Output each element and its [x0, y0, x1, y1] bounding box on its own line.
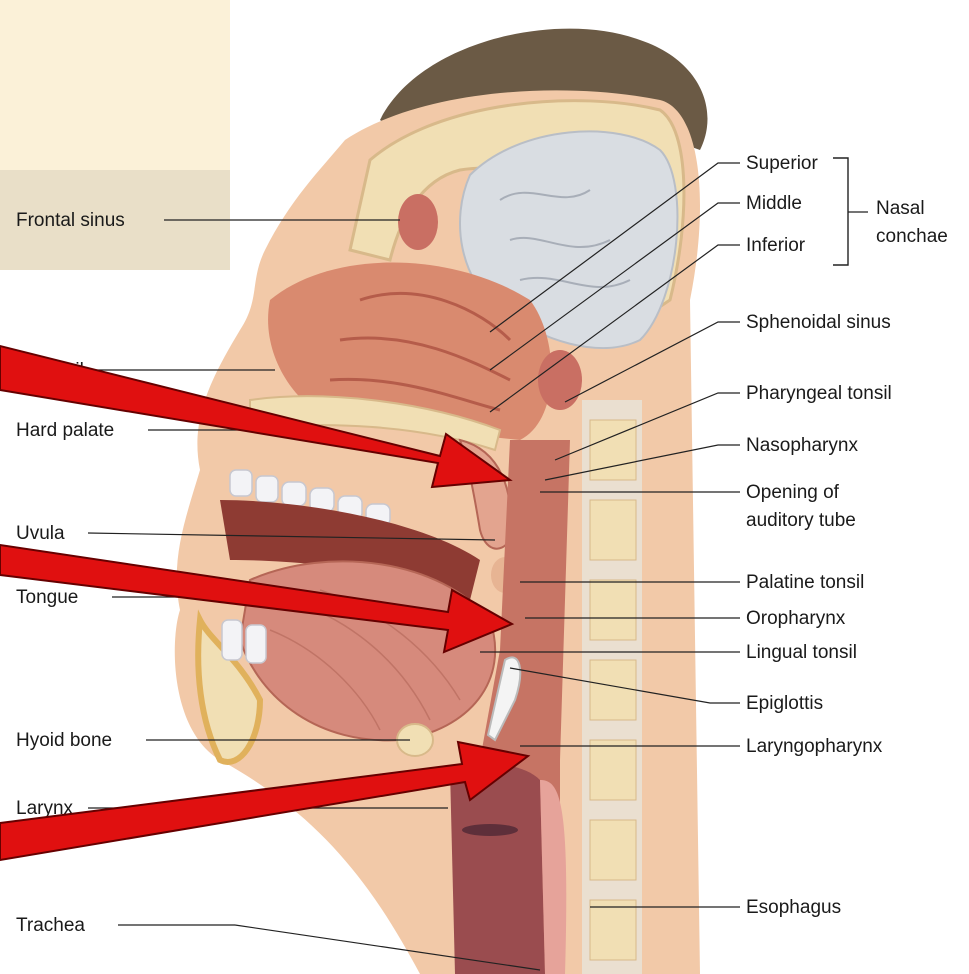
label-uvula: Uvula: [16, 523, 65, 544]
label-hyoid-bone: Hyoid bone: [16, 730, 112, 751]
labels-right: Superior Middle Inferior Nasal conchae S…: [746, 153, 948, 918]
label-frontal-sinus: Frontal sinus: [16, 210, 125, 231]
label-inferior: Inferior: [746, 235, 806, 256]
head-illustration: [175, 29, 708, 974]
label-lingual-tonsil: Lingual tonsil: [746, 642, 857, 663]
label-superior: Superior: [746, 153, 818, 174]
larynx-trachea: [450, 763, 545, 974]
label-esophagus: Esophagus: [746, 897, 841, 918]
label-opening-auditory-tube-2: auditory tube: [746, 510, 856, 531]
label-trachea: Trachea: [16, 915, 85, 936]
label-nasal: Nasal: [876, 198, 925, 219]
label-epiglottis: Epiglottis: [746, 693, 823, 714]
frontal-sinus: [398, 194, 438, 250]
label-tongue: Tongue: [16, 587, 78, 608]
label-palatine-tonsil: Palatine tonsil: [746, 572, 864, 593]
label-middle: Middle: [746, 193, 802, 214]
sphenoidal-sinus: [538, 350, 582, 410]
label-oropharynx: Oropharynx: [746, 608, 846, 629]
label-sphenoidal-sinus: Sphenoidal sinus: [746, 312, 891, 333]
label-hard-palate: Hard palate: [16, 420, 114, 441]
label-laryngopharynx: Laryngopharynx: [746, 736, 883, 757]
label-pharyngeal-tonsil: Pharyngeal tonsil: [746, 383, 892, 404]
vertebral-column: [582, 400, 642, 974]
label-opening-auditory-tube-1: Opening of: [746, 482, 840, 503]
label-nasopharynx: Nasopharynx: [746, 435, 858, 456]
vocal-fold: [462, 824, 518, 836]
label-conchae: conchae: [876, 226, 948, 247]
